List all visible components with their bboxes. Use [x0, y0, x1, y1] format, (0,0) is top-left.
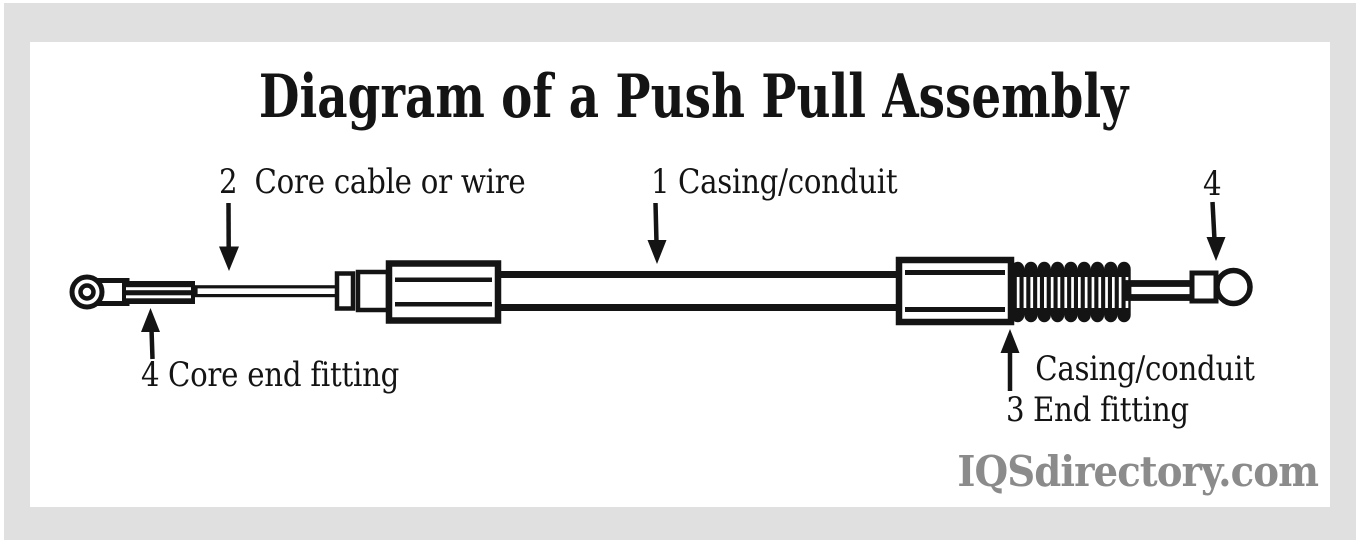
label-casing-conduit-number: 1 [651, 162, 670, 202]
label-core-cable-text: Core cable or wire [254, 162, 526, 202]
label-core-cable: 2 Core cable or wire [219, 162, 526, 202]
diagram-title: Diagram of a Push Pull Assembly [258, 62, 1129, 132]
label-casing-conduit-text: Casing/conduit [677, 162, 898, 202]
label-core-end-fitting-number: 4 [141, 355, 160, 395]
watermark: IQSdirectory.com [957, 447, 1319, 496]
label-core-end-fitting-text: Core end fitting [167, 355, 400, 395]
label-core-cable-number: 2 [219, 162, 238, 202]
label-ball-end-number: 4 [1203, 164, 1222, 204]
label-casing-end-fitting-number: 3 [1006, 390, 1025, 430]
label-casing-end-fitting-line1: Casing/conduit [1035, 349, 1255, 389]
